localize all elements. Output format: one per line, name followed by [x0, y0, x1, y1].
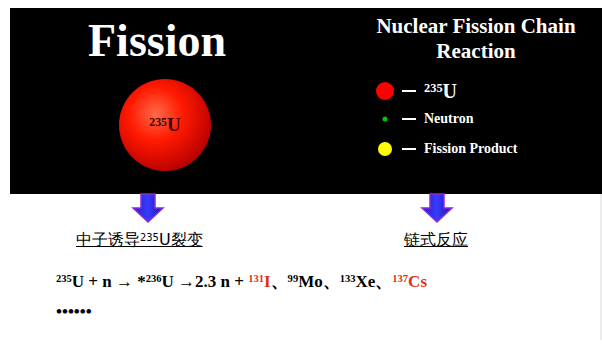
legend-label: Neutron [424, 111, 474, 127]
caption-fission: 中子诱导235U裂变 [76, 230, 203, 251]
equation: 235U + n → *236U →2.3 n + [56, 272, 248, 292]
legend-swatch [378, 142, 392, 156]
node-label: 235U [149, 114, 180, 136]
equation-isotope: 131I [248, 272, 270, 292]
ellipsis: •••••• [56, 302, 92, 322]
legend-swatch [383, 117, 388, 122]
down-arrow [422, 194, 452, 222]
legend-label: Fission Product [424, 141, 517, 157]
equation: 、99Mo、133Xe、 [271, 270, 393, 293]
down-arrow [133, 194, 163, 222]
equation-row: 235U + n → *236U →2.3 n + 131I、99Mo、133X… [56, 270, 427, 293]
equation-isotope: 137Cs [392, 272, 427, 292]
caption-chain: 链式反应 [404, 230, 468, 251]
legend-dash [402, 90, 416, 92]
panel-heading: Nuclear Fission Chain Reaction [376, 14, 576, 64]
legend-dash [402, 118, 416, 120]
legend-swatch [376, 82, 394, 100]
title: Fission [88, 14, 226, 67]
uranium-sphere: 235U [118, 78, 212, 172]
legend-dash [402, 148, 416, 150]
black-panel [10, 8, 602, 194]
legend-label: 235U [424, 80, 457, 103]
edge-line [601, 194, 602, 340]
